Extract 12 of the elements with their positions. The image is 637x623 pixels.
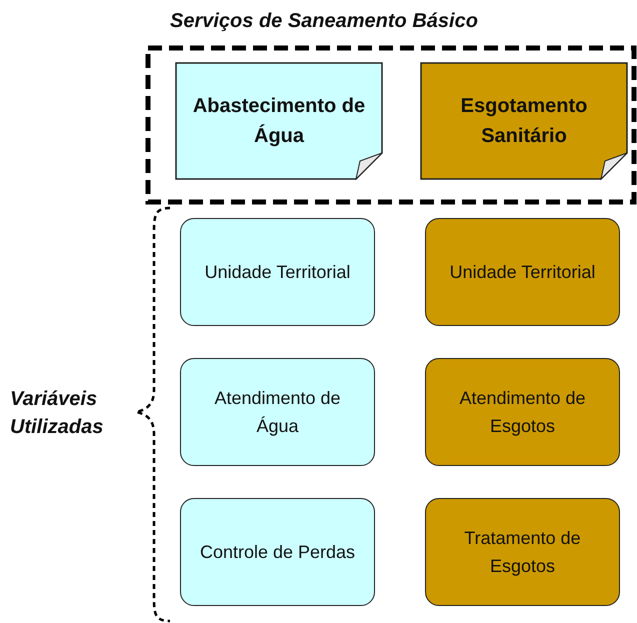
rounded-box: Unidade Territorial xyxy=(180,218,375,326)
group-title: Serviços de Saneamento Básico xyxy=(170,10,478,33)
note-title: Esgotamento Sanitário xyxy=(460,94,588,149)
rounded-box: Tratamento de Esgotos xyxy=(425,498,620,606)
side-label: Variáveis Utilizadas xyxy=(10,387,104,440)
rounded-box: Unidade Territorial xyxy=(425,218,620,326)
rounded-box: Controle de Perdas xyxy=(180,498,375,606)
note-box xyxy=(175,62,383,180)
rounded-box: Atendimento de Água xyxy=(180,358,375,466)
note-box xyxy=(420,62,628,180)
rounded-box: Atendimento de Esgotos xyxy=(425,358,620,466)
note-title: Abastecimento de Água xyxy=(192,94,366,149)
